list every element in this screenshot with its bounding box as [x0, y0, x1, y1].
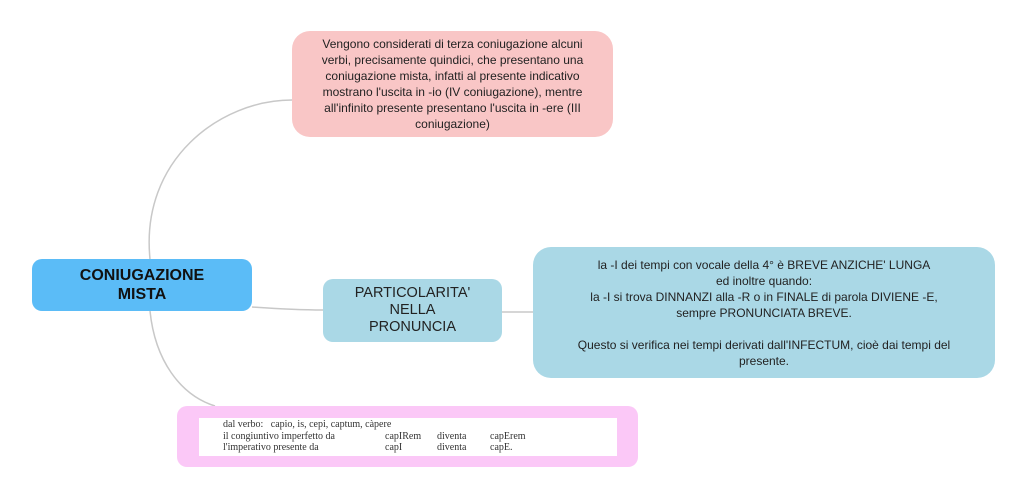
example-cell: l'imperativo presente da — [223, 442, 319, 453]
example-cell: capI — [385, 442, 403, 453]
example-cell: capE. — [490, 442, 513, 453]
particolarita-title: PARTICOLARITA' NELLA PRONUNCIA — [354, 285, 471, 335]
example-node[interactable]: dal verbo: capio, is, cepi, captum, càpe… — [177, 406, 638, 467]
connector-particolarita — [251, 306, 324, 311]
central-node[interactable]: CONIUGAZIONE MISTA — [32, 259, 252, 311]
example-cell: diventa — [437, 442, 467, 453]
pronuncia-detail-text: la -I dei tempi con vocale della 4° è BR… — [577, 257, 951, 368]
example-cell: capIRem — [385, 430, 422, 442]
connector-example — [149, 310, 216, 407]
example-cell: il congiuntivo imperfetto da — [223, 430, 335, 442]
central-title: CONIUGAZIONE MISTA — [79, 267, 205, 303]
example-row: il congiuntivo imperfetto da capIRem div… — [223, 431, 617, 443]
example-row: l'imperativo presente da capI diventa ca… — [223, 442, 617, 454]
pronuncia-detail-node[interactable]: la -I dei tempi con vocale della 4° è BR… — [533, 247, 995, 378]
particolarita-node[interactable]: PARTICOLARITA' NELLA PRONUNCIA — [323, 279, 502, 342]
intro-node[interactable]: Vengono considerati di terza coniugazion… — [292, 31, 613, 137]
example-image: dal verbo: capio, is, cepi, captum, càpe… — [199, 418, 617, 456]
example-cell: diventa — [437, 430, 467, 442]
example-header: dal verbo: capio, is, cepi, captum, càpe… — [223, 419, 392, 430]
connector-intro — [148, 99, 293, 260]
intro-text: Vengono considerati di terza coniugazion… — [321, 37, 584, 131]
example-cell: capErem — [490, 430, 526, 442]
